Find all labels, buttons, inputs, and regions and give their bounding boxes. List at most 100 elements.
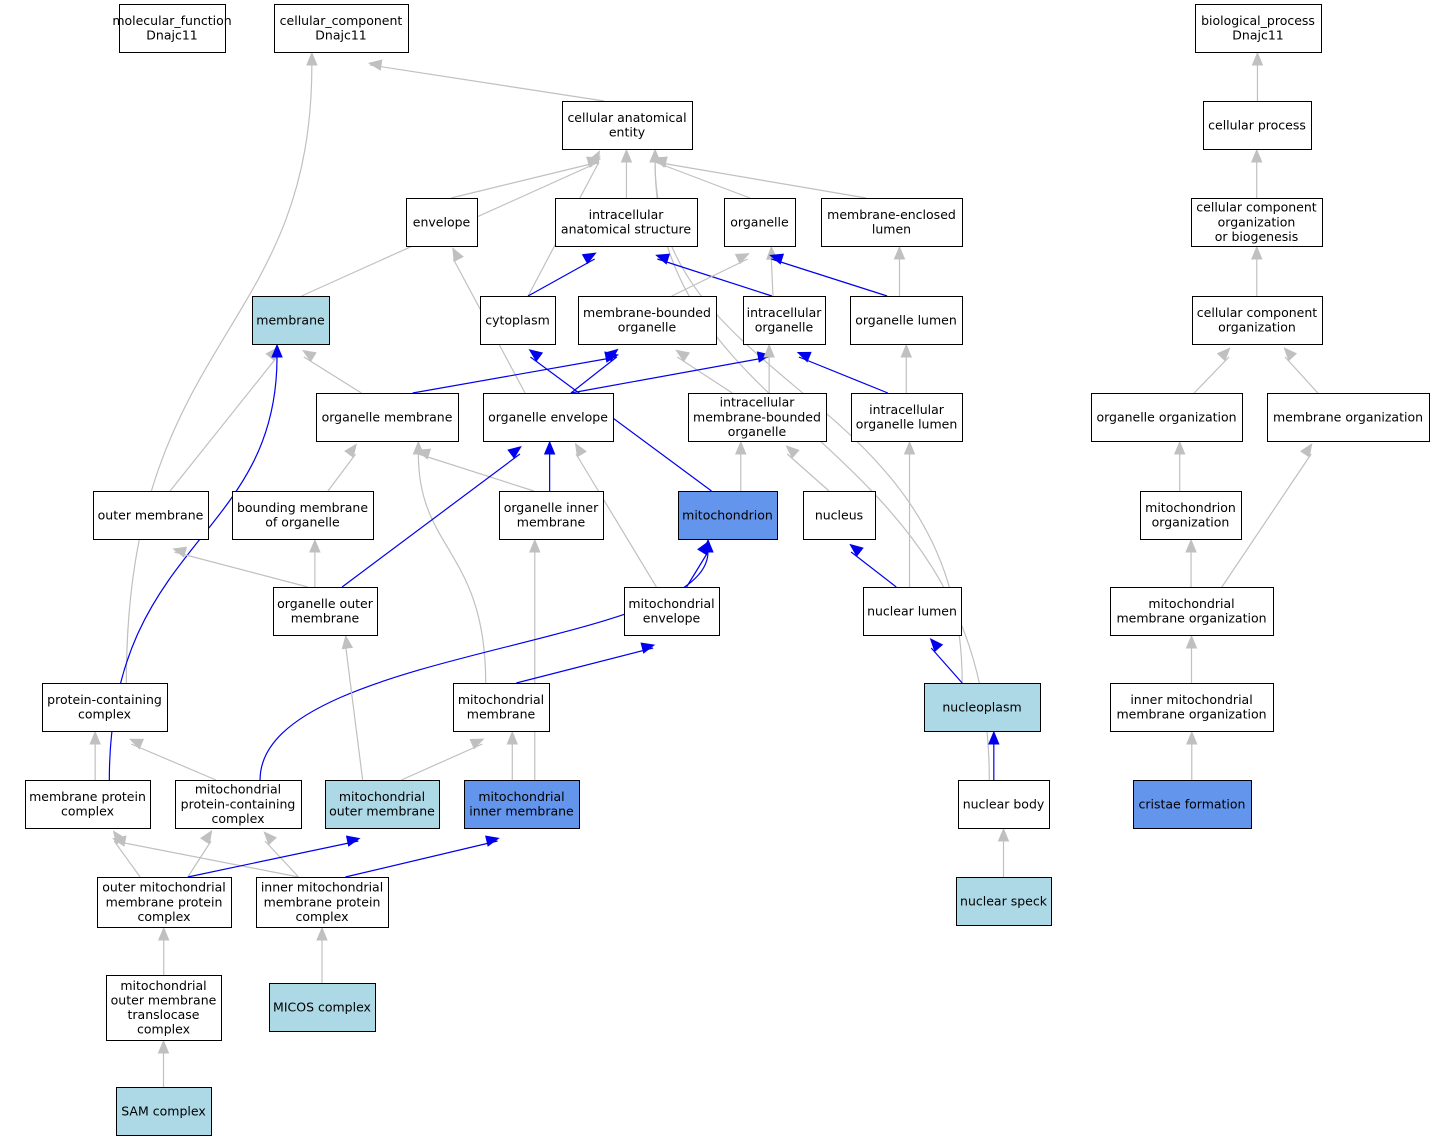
node-box xyxy=(624,587,720,636)
node-label: intracellular xyxy=(720,395,796,410)
node-label: organization xyxy=(1218,214,1296,229)
arrowhead xyxy=(341,634,354,650)
node-label: membrane protein xyxy=(29,789,146,804)
edge-imbo-to-io xyxy=(763,343,775,393)
edge-om-to-membrane xyxy=(302,349,362,394)
node-box xyxy=(252,296,330,345)
node-label: anatomical structure xyxy=(561,222,691,237)
edge-nucleoplasm-to-nl xyxy=(929,638,963,684)
go-term-node-ol: organelle lumen xyxy=(850,296,963,345)
node-label: outer membrane xyxy=(329,804,435,819)
edge-envelope-to-cae xyxy=(451,156,602,199)
node-label: membrane xyxy=(467,707,536,722)
arrowhead xyxy=(893,245,906,260)
go-term-node-oo: organelle organization xyxy=(1091,393,1243,442)
node-box xyxy=(499,491,604,540)
arrowhead xyxy=(129,738,145,750)
edge-mbo-to-organelle xyxy=(671,253,750,297)
node-box xyxy=(453,683,550,732)
node-label: nucleus xyxy=(815,507,863,522)
arrowhead xyxy=(620,148,633,163)
node-box xyxy=(1110,587,1274,636)
edge-ol-to-mel xyxy=(893,245,906,296)
edge-sam-to-tom xyxy=(157,1039,170,1087)
node-box xyxy=(1267,393,1430,442)
edge-cristae-to-immo xyxy=(1186,730,1198,780)
edge-ompc-to-mom xyxy=(187,835,361,878)
edge-mim-to-mm xyxy=(506,730,519,780)
go-term-node-memorg: membrane organization xyxy=(1267,393,1430,442)
node-label: cellular component xyxy=(1196,200,1316,215)
node-box xyxy=(956,877,1052,926)
edge-micos-to-impc xyxy=(316,926,328,983)
node-label: nuclear speck xyxy=(960,893,1048,908)
node-box xyxy=(1191,198,1323,247)
arrowhead xyxy=(412,440,425,455)
node-label: organelle lumen xyxy=(855,312,957,327)
node-label: membrane xyxy=(517,515,586,530)
node-label: membrane protein xyxy=(264,894,381,909)
arrowhead xyxy=(675,349,691,363)
edge-iol-to-ol xyxy=(900,343,913,393)
go-term-node-nb: nuclear body xyxy=(958,780,1050,829)
node-box xyxy=(678,491,778,540)
node-label: translocase xyxy=(128,1007,200,1022)
edge-nucleus-to-imbo xyxy=(785,445,830,492)
node-label: protein-containing xyxy=(181,796,296,811)
arrowhead xyxy=(157,926,170,941)
node-label: organelle organization xyxy=(1096,409,1236,424)
node-box xyxy=(325,780,440,829)
node-label: mitochondrial xyxy=(195,782,281,797)
go-term-node-organelle: organelle xyxy=(724,198,796,247)
arrowhead xyxy=(763,343,775,358)
arrowhead xyxy=(1216,347,1231,362)
arrowhead xyxy=(507,446,522,459)
node-box xyxy=(232,491,374,540)
node-box xyxy=(851,393,963,442)
arrowhead xyxy=(199,829,213,845)
node-box xyxy=(274,4,409,53)
arrowhead xyxy=(344,443,358,458)
node-box xyxy=(724,198,796,247)
arrowhead xyxy=(1186,730,1198,745)
go-term-node-oe: organelle envelope xyxy=(483,393,614,442)
node-label: nuclear lumen xyxy=(867,603,957,618)
node-box xyxy=(1133,780,1252,829)
arrowhead xyxy=(900,343,913,358)
go-term-node-om: organelle membrane xyxy=(316,393,459,442)
node-label: membrane organization xyxy=(1273,409,1423,424)
edge-layer xyxy=(89,51,1319,1087)
arrowhead xyxy=(604,348,619,362)
node-box xyxy=(1110,683,1274,732)
edge-ompc-to-mpcc xyxy=(187,829,213,878)
node-box xyxy=(175,780,302,829)
edge-mmo-to-memorg xyxy=(1221,442,1313,588)
node-label: envelope xyxy=(643,611,701,626)
edge-oom-to-bmo xyxy=(309,538,321,587)
node-label: organelle xyxy=(618,320,677,335)
node-label: complex xyxy=(296,909,349,924)
edge-oe-to-mbo xyxy=(570,348,619,394)
node-box xyxy=(116,1087,212,1136)
arrowhead xyxy=(581,252,597,265)
edge-oim-to-oe xyxy=(543,440,556,491)
node-label: membrane xyxy=(291,611,360,626)
node-label: biological_process xyxy=(1201,13,1315,28)
go-term-node-membrane: membrane xyxy=(252,296,330,345)
edge-mm-to-me xyxy=(516,642,656,684)
node-label: intracellular xyxy=(747,305,823,320)
node-label: mitochondrion xyxy=(1145,500,1236,515)
arrowhead xyxy=(528,349,544,362)
arrowhead xyxy=(988,730,1000,745)
arrowhead xyxy=(1299,442,1313,458)
edge-impc-to-mpc xyxy=(111,835,299,878)
